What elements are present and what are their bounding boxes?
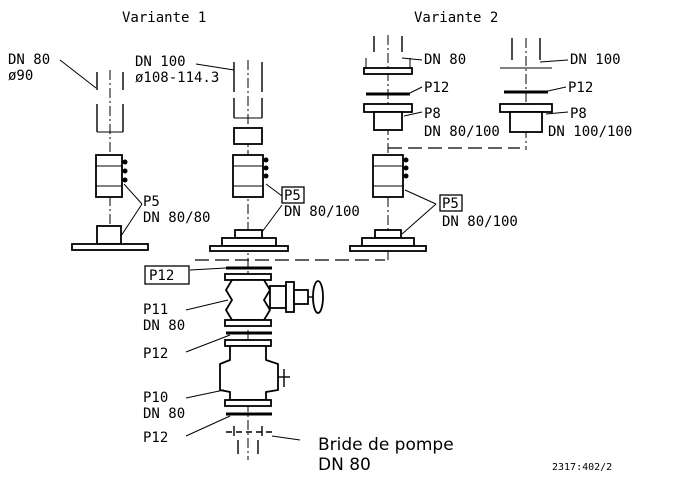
pump-flange: [226, 426, 272, 454]
label-p5-right-dn: DN 80/100: [442, 214, 518, 230]
label-v2-p8-left-dn: DN 80/100: [424, 124, 500, 140]
variant2-pipe-dn100: [500, 38, 552, 150]
p12-boxed-tag: [144, 265, 190, 285]
v2-p8-right-adapter: [499, 103, 553, 133]
label-v2-p12-left: P12: [424, 80, 449, 96]
label-pump-flange-dn: DN 80: [318, 455, 371, 475]
label-pump-flange: Bride de pompe: [318, 435, 454, 455]
label-p11: P11: [143, 302, 168, 318]
label-p5-left-dn: DN 80/80: [143, 210, 210, 226]
label-p12-bottom: P12: [143, 430, 168, 446]
p5-right-tag: [439, 194, 463, 212]
label-v2-p8-right-dn: DN 100/100: [548, 124, 632, 140]
label-p5-middle: P5: [284, 188, 301, 204]
variant-2-heading: Variante 2: [414, 10, 498, 26]
label-p10: P10: [143, 390, 168, 406]
p11-gate-valve: [224, 273, 324, 327]
label-o108: ø108-114.3: [135, 70, 219, 86]
p5-coupling-left: [95, 154, 128, 198]
label-p5-left: P5: [143, 194, 160, 210]
v2-p8-left-adapter: [363, 103, 413, 131]
variant-1-heading: Variante 1: [122, 10, 206, 26]
label-p12-boxed: P12: [149, 268, 174, 284]
flange-variant2: [349, 229, 427, 252]
label-p12-middle: P12: [143, 346, 168, 362]
label-p10-dn: DN 80: [143, 406, 185, 422]
label-v2-p8-left: P8: [424, 106, 441, 122]
label-dn100: DN 100: [135, 54, 186, 70]
p5-coupling-right: [372, 154, 409, 198]
flange-middle-top: [209, 229, 289, 252]
p5-middle-tag: [281, 186, 305, 204]
drawing-number: 2317:402/2: [552, 462, 612, 473]
p10-check-valve: [219, 339, 290, 407]
label-v2-p8-right: P8: [570, 106, 587, 122]
label-p5-middle-dn: DN 80/100: [284, 204, 360, 220]
label-p11-dn: DN 80: [143, 318, 185, 334]
label-v2-dn100: DN 100: [570, 52, 621, 68]
label-dn80-left: DN 80: [8, 52, 50, 68]
p5-coupling-middle: [232, 127, 269, 198]
label-p5-right: P5: [442, 196, 459, 212]
label-v2-dn80: DN 80: [424, 52, 466, 68]
label-v2-p12-right: P12: [568, 80, 593, 96]
adapter-left: [71, 225, 149, 251]
label-o90: ø90: [8, 68, 33, 84]
